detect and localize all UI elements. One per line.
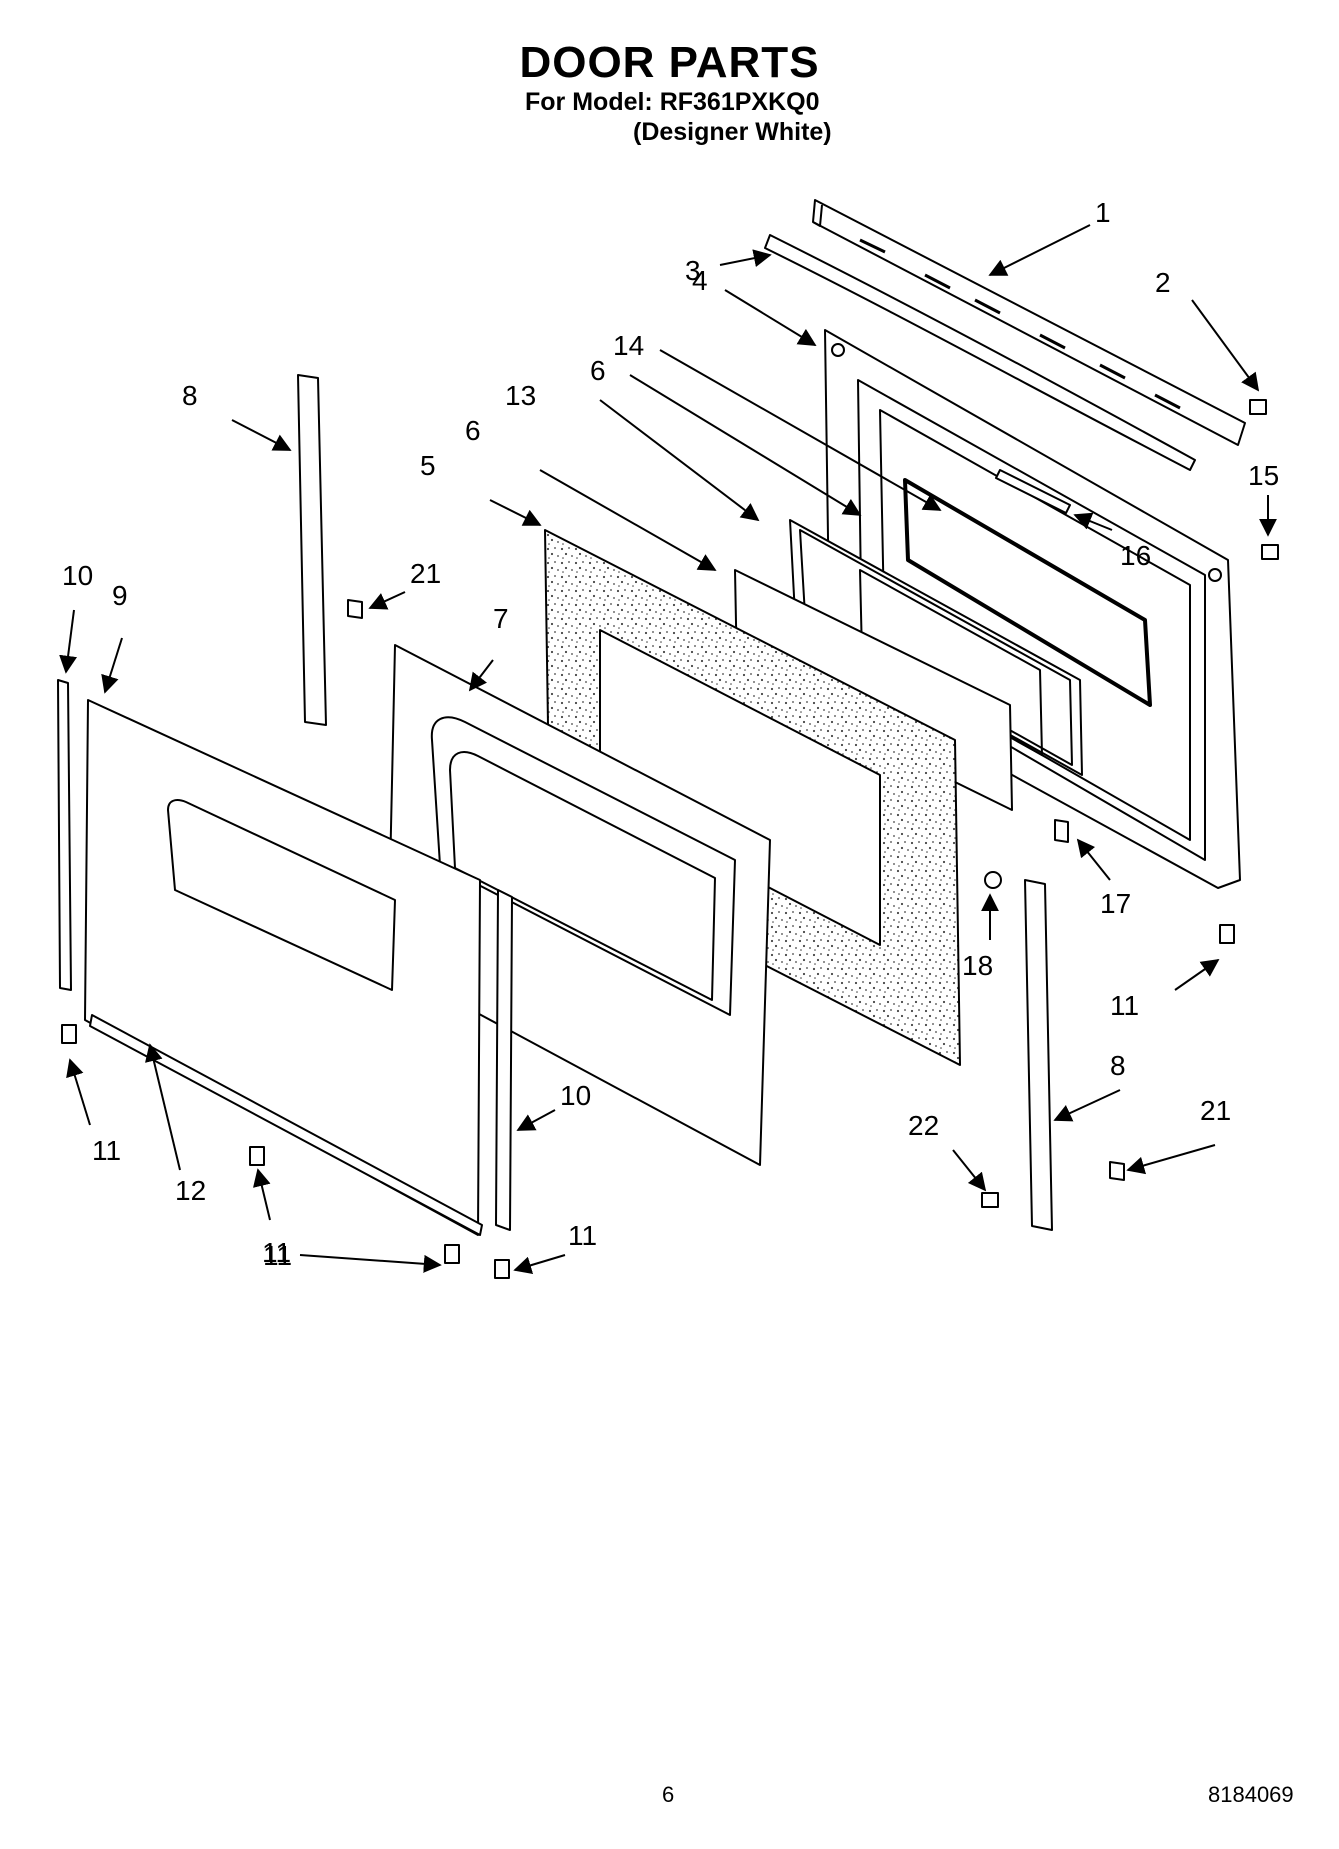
vent-trim-part <box>812 199 1246 446</box>
callout-label: 12 <box>175 1175 206 1206</box>
screw-part <box>444 1244 460 1264</box>
callout-label: 4 <box>692 265 708 296</box>
callout-label: 15 <box>1248 460 1279 491</box>
callout-label: 3 <box>685 255 701 286</box>
callout-label: 1 <box>1095 197 1111 228</box>
callout-label: 13 <box>505 380 536 411</box>
screw-part <box>1219 924 1235 944</box>
callout-label: 2 <box>1155 267 1171 298</box>
bracket-part <box>995 469 1071 514</box>
screw-part <box>249 1146 265 1166</box>
callout-label: 5 <box>420 450 436 481</box>
side-trim-right-part <box>495 889 513 1231</box>
clip-part <box>1054 819 1069 843</box>
callout-label: 17 <box>1100 888 1131 919</box>
insulation-part <box>544 529 961 1066</box>
bottom-trim-part <box>89 1014 483 1236</box>
callout-label: 11 <box>92 1135 121 1166</box>
handle-part <box>764 234 1196 471</box>
callout-label: 14 <box>613 330 644 361</box>
document-number: 8184069 <box>1208 1782 1294 1807</box>
hinge-left-part <box>297 374 327 726</box>
callout-label: 11 <box>262 1237 291 1268</box>
screw-part <box>1261 544 1279 560</box>
callout-label: 9 <box>112 580 128 611</box>
callout-label: 11 <box>263 1240 292 1271</box>
callout-labels: 1 2 3 4 14 6 13 6 5 8 15 16 21 10 9 7 17… <box>62 197 1279 1271</box>
callout-label: 10 <box>62 560 93 591</box>
callout-label: 18 <box>962 950 993 981</box>
screw-part <box>1249 399 1267 415</box>
callout-label: 21 <box>410 558 441 589</box>
callout-label: 8 <box>1110 1050 1126 1081</box>
side-trim-left-part <box>57 679 72 991</box>
callout-label: 11 <box>1110 990 1139 1021</box>
callout-label: 16 <box>1120 540 1151 571</box>
clip-part <box>1109 1161 1125 1181</box>
screw-part <box>61 1024 77 1044</box>
screw-part <box>494 1259 510 1279</box>
page-title: DOOR PARTS <box>519 38 820 87</box>
callout-label: 21 <box>1200 1095 1231 1126</box>
callout-label: 6 <box>465 415 481 446</box>
model-line: For Model: RF361PXKQ0 <box>525 88 820 116</box>
callout-label: 10 <box>560 1080 591 1111</box>
inner-liner-part <box>387 644 771 1166</box>
screw-part <box>981 1192 999 1208</box>
page-number: 6 <box>662 1782 675 1807</box>
gasket-part <box>903 478 1152 707</box>
variant-line: (Designer White) <box>633 118 832 146</box>
callout-label: 22 <box>908 1110 939 1141</box>
callout-label: 6 <box>590 355 606 386</box>
callout-label: 7 <box>493 603 509 634</box>
hinge-right-part <box>1024 879 1053 1231</box>
callout-label: 11 <box>568 1220 597 1251</box>
screw-part <box>984 871 1002 889</box>
clip-part <box>347 599 363 619</box>
callout-label: 8 <box>182 380 198 411</box>
